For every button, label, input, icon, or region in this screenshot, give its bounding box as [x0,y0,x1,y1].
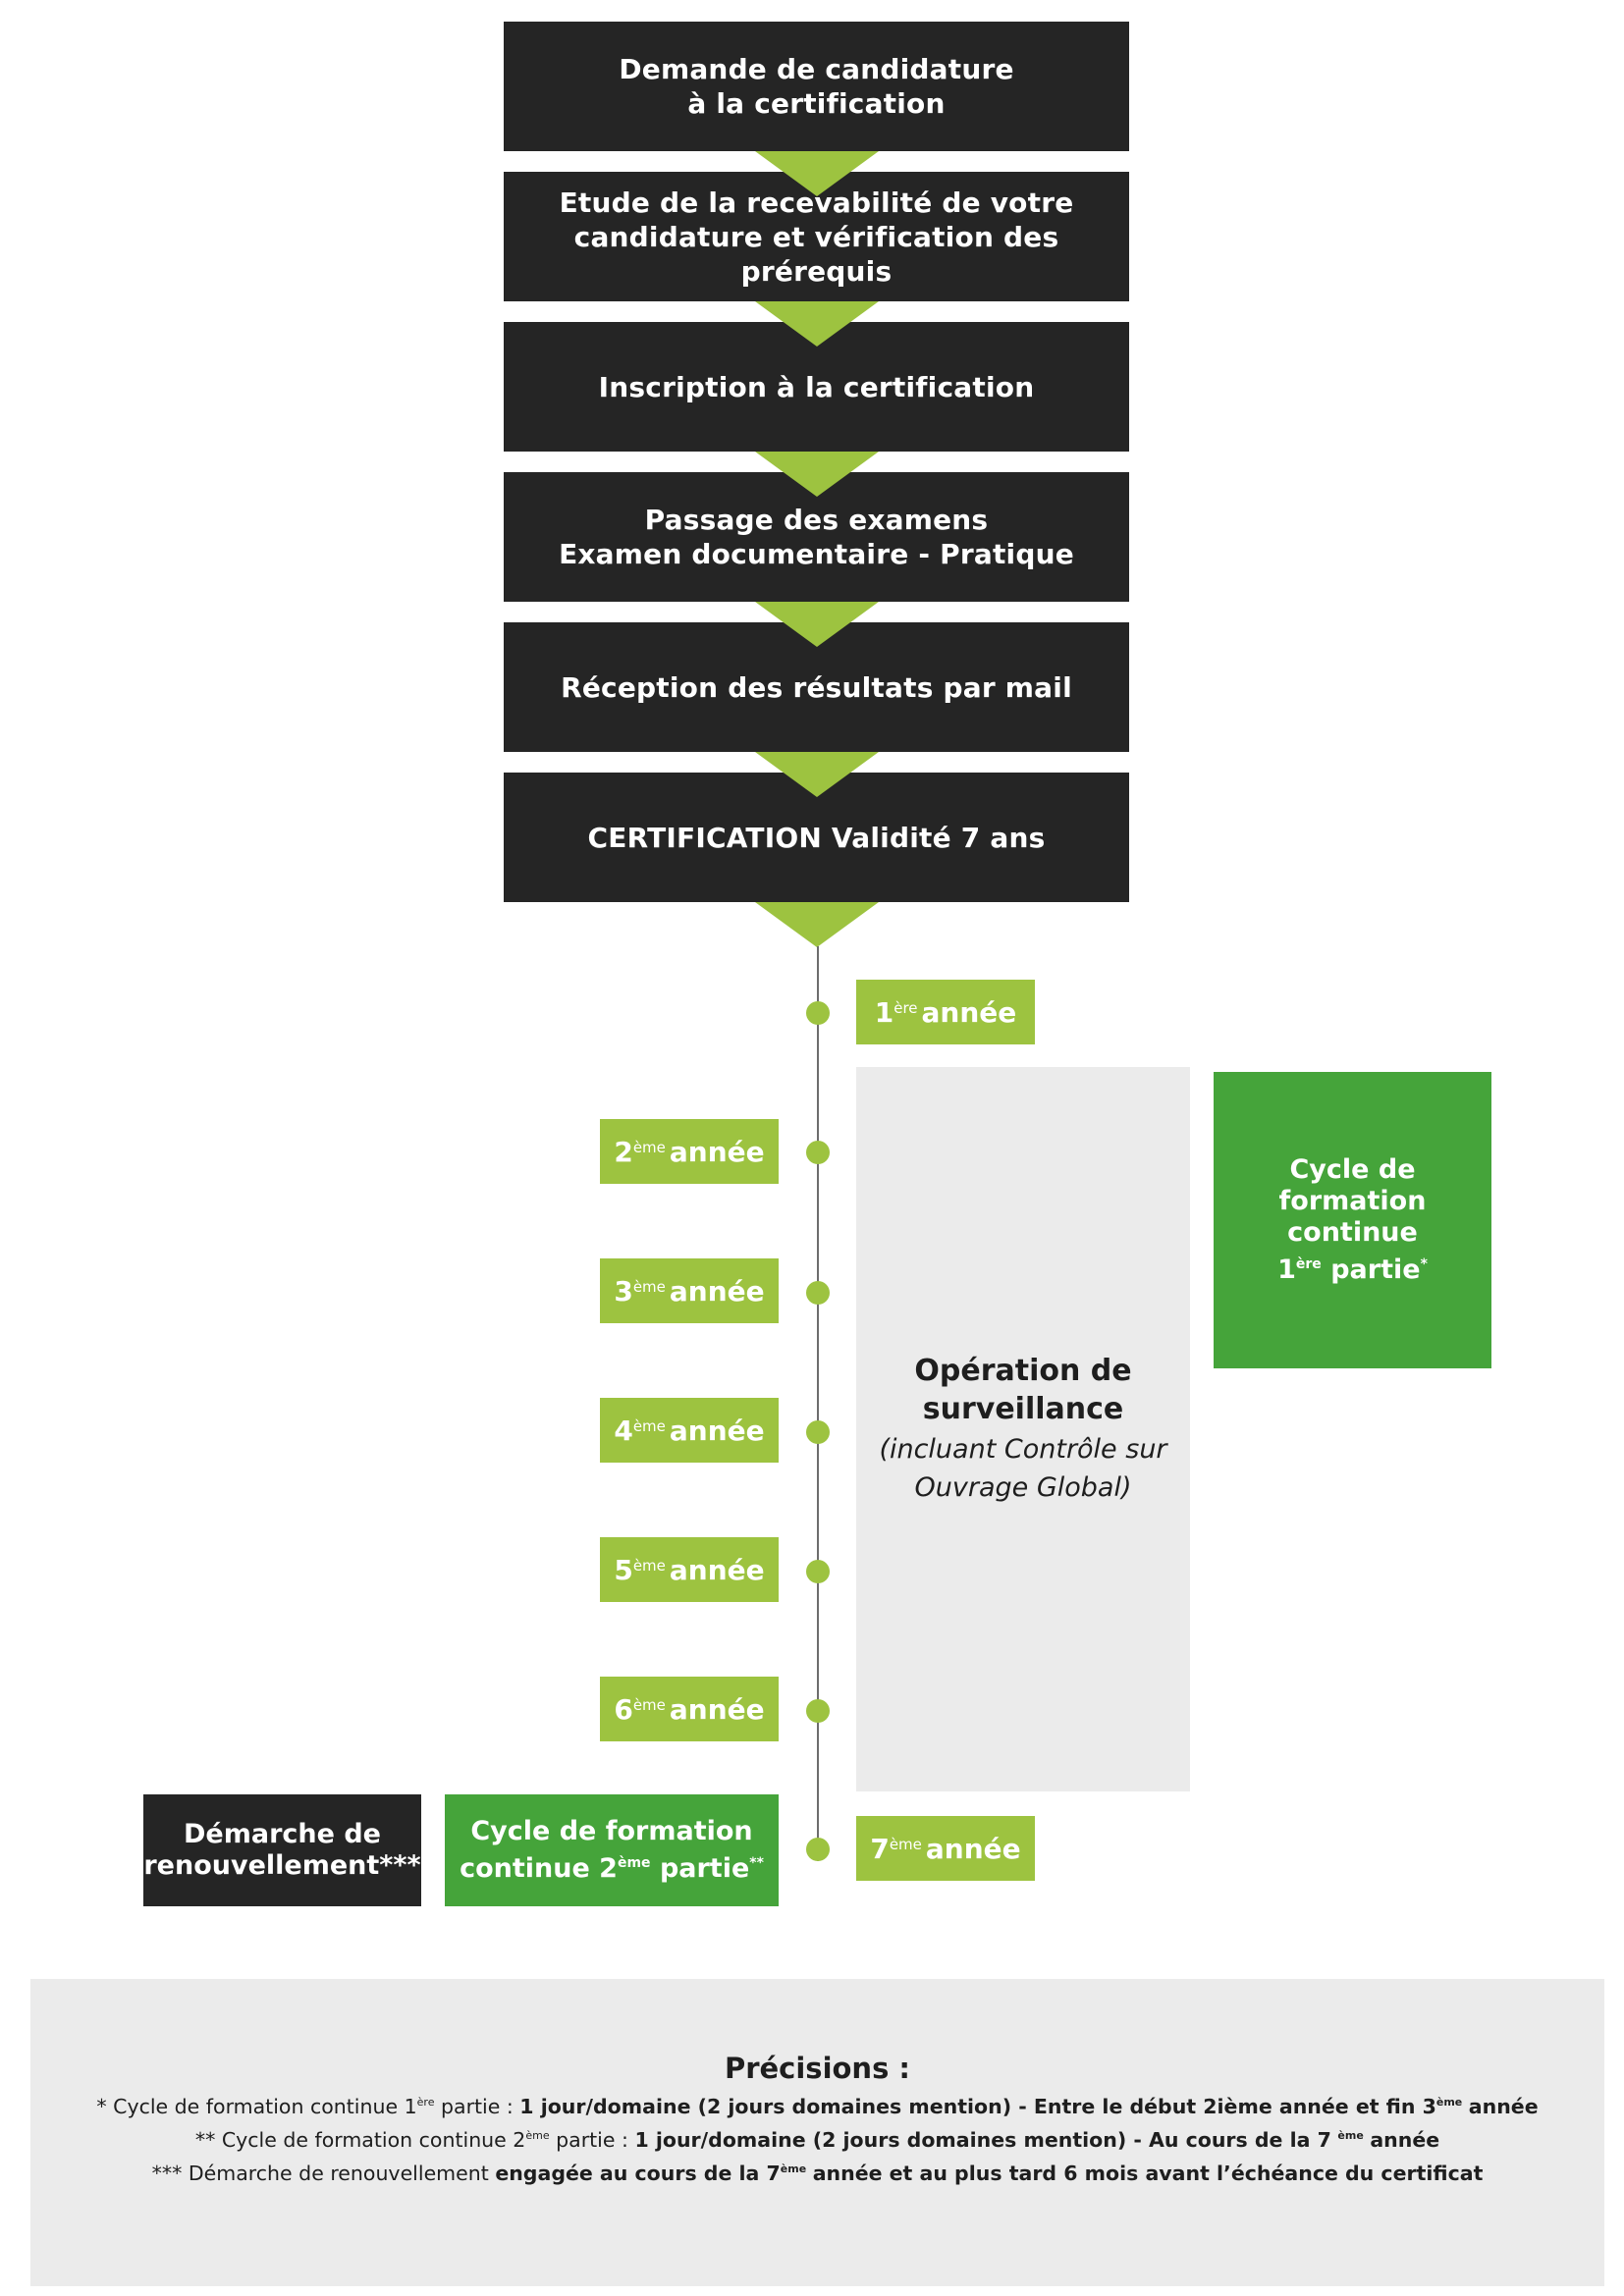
step-text: candidature et vérification des prérequi… [573,220,1059,288]
timeline-line [817,946,819,1861]
surveillance-subtitle: (incluant Contrôle sur Ouvrage Global) [879,1434,1167,1503]
step-text: Examen documentaire - Pratique [559,538,1074,570]
timeline-dot [806,1560,830,1583]
down-arrow-icon [755,452,879,497]
step-text: Inscription à la certification [598,370,1035,403]
step-text: CERTIFICATION Validité 7 ans [587,821,1046,854]
timeline-dot [806,1141,830,1164]
step-text: Demande de candidature [619,53,1014,85]
step-certification: CERTIFICATION Validité 7 ans [504,773,1129,902]
step-text: à la certification [687,87,946,120]
timeline-dot [806,1838,830,1861]
renewal-block: Démarche de renouvellement*** [143,1794,421,1906]
timeline-dot [806,1420,830,1444]
down-arrow-icon [755,301,879,347]
training-cycle-part-1: Cycle de formation continue 1ère partie* [1214,1072,1491,1368]
down-arrow-icon [755,752,879,797]
timeline-dot [806,1281,830,1305]
step-text: Passage des examens [644,504,989,536]
down-arrow-icon [755,602,879,647]
step-application: Demande de candidature à la certificatio… [504,22,1129,151]
training-cycle-part-2: Cycle de formation continue 2ème partie*… [445,1794,779,1906]
down-arrow-icon [755,151,879,196]
note-line-1: * Cycle de formation continue 1ère parti… [96,2095,1539,2118]
step-exams: Passage des examens Examen documentaire … [504,472,1129,602]
surveillance-title: Opération de surveillance [914,1354,1132,1426]
timeline-dot [806,1699,830,1723]
note-line-3: *** Démarche de renouvellement engagée a… [151,2162,1484,2185]
note-line-2: ** Cycle de formation continue 2ème part… [194,2128,1440,2152]
step-text: Réception des résultats par mail [561,670,1072,704]
notes-title: Précisions : [724,2052,911,2085]
notes-panel: Précisions : * Cycle de formation contin… [30,1979,1604,2286]
surveillance-block: Opération de surveillance (incluant Cont… [856,1067,1190,1791]
down-arrow-icon [755,902,879,947]
timeline-dot [806,1001,830,1025]
